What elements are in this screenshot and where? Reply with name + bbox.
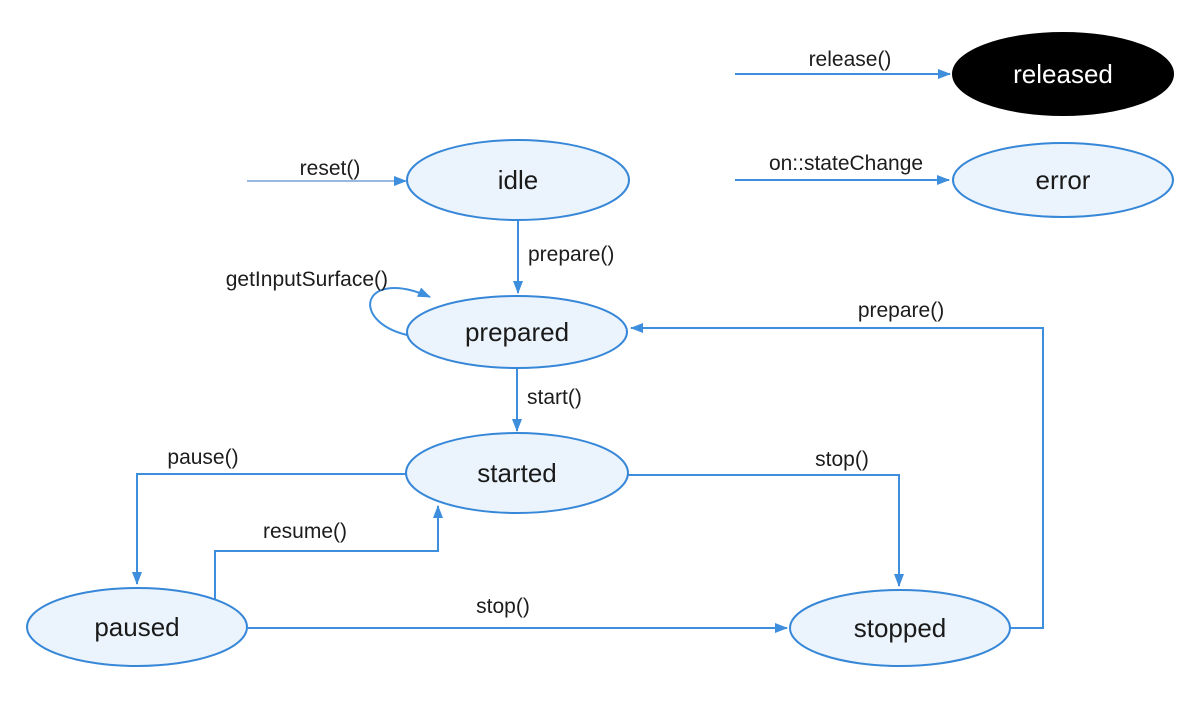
transition-label-pause: pause() xyxy=(167,446,238,469)
transition-label-resume: resume() xyxy=(263,520,347,543)
arrow-getinputsurface-selfloop xyxy=(369,287,431,337)
states-layer: idle prepared started paused stopped rel xyxy=(26,32,1174,667)
state-ellipse-prepared xyxy=(406,295,628,369)
state-label-error: error xyxy=(1036,165,1091,195)
state-label-paused: paused xyxy=(94,612,179,642)
state-started: started xyxy=(405,432,629,514)
state-error: error xyxy=(952,142,1174,218)
transition-label-prepare-back: prepare() xyxy=(858,299,944,322)
state-label-stopped: stopped xyxy=(854,613,947,643)
transition-label-reset: reset() xyxy=(300,157,361,180)
state-idle: idle xyxy=(406,139,630,221)
state-ellipse-error xyxy=(952,142,1174,218)
state-label-released: released xyxy=(1013,59,1113,89)
transition-label-getinputsurface: getInputSurface() xyxy=(226,268,388,291)
state-ellipse-stopped xyxy=(789,589,1011,667)
transition-label-prepare-down: prepare() xyxy=(528,243,614,266)
state-label-prepared: prepared xyxy=(465,317,569,347)
state-stopped: stopped xyxy=(789,589,1011,667)
state-ellipse-paused xyxy=(26,587,248,667)
transition-label-start: start() xyxy=(527,386,582,409)
transition-label-on-statechange: on::stateChange xyxy=(769,152,923,175)
arrow-resume xyxy=(214,505,443,599)
state-released: released xyxy=(952,32,1174,116)
transitions-layer: reset() release() on::stateChange prepar… xyxy=(132,48,1044,633)
state-label-idle: idle xyxy=(498,165,538,195)
state-paused: paused xyxy=(26,587,248,667)
state-prepared: prepared xyxy=(406,295,628,369)
arrow-prepare-from-stopped xyxy=(630,323,1044,629)
state-ellipse-released xyxy=(952,32,1174,116)
transition-label-release: release() xyxy=(809,48,892,71)
state-label-started: started xyxy=(477,458,557,488)
transition-label-stop-paused: stop() xyxy=(476,595,530,618)
arrow-pause xyxy=(132,473,407,585)
transition-label-stop-started: stop() xyxy=(815,448,869,471)
state-ellipse-idle xyxy=(406,139,630,221)
state-ellipse-started xyxy=(405,432,629,514)
arrow-stop-from-started xyxy=(628,474,904,587)
